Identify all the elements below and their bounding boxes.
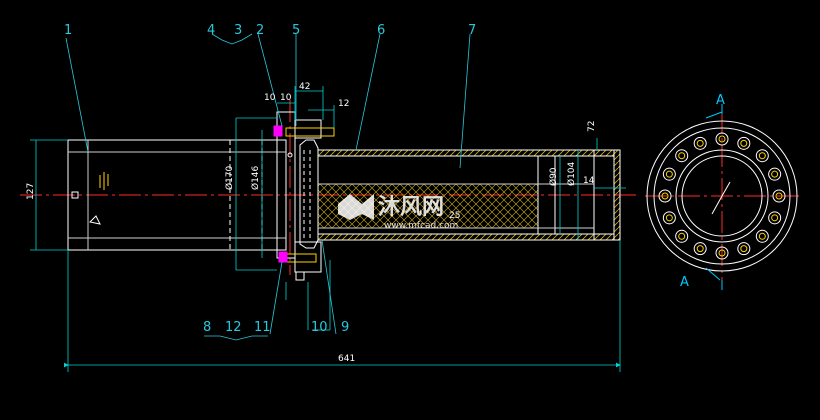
watermark: 沐风网 www.mfcad.com [338, 194, 458, 231]
label-part-7: 7 [468, 23, 476, 38]
bolt-hole [658, 189, 672, 203]
label-part-8: 8 [203, 320, 211, 335]
bolt-hole-inner [678, 232, 686, 240]
bolt-hole-inner [775, 192, 783, 200]
dimension-lines [30, 86, 626, 372]
bolt-hole [755, 149, 769, 163]
end-view [646, 120, 798, 272]
dim-641: 641 [338, 354, 355, 364]
bolt-hole-inner [696, 139, 704, 147]
bolt-hole-inner [678, 152, 686, 160]
dim-12: 12 [338, 99, 349, 109]
dim-127: 127 [26, 183, 36, 200]
bolt-hole [715, 246, 729, 260]
bolt-hole [693, 242, 707, 256]
bolt-hole-inner [718, 135, 726, 143]
bolt-hole-inner [718, 249, 726, 257]
label-part-9: 9 [341, 320, 349, 335]
bolt-hole [715, 132, 729, 146]
bolt-hole [662, 167, 676, 181]
section-arrows [705, 104, 723, 290]
watermark-url: www.mfcad.com [384, 221, 458, 231]
label-part-11: 11 [254, 320, 271, 335]
label-part-5: 5 [292, 23, 300, 38]
section-label-bottom: A [680, 275, 689, 290]
label-part-10-top: 10 [264, 93, 276, 103]
dim-dia-90: Ø90 [548, 167, 559, 186]
bolt-hole [675, 149, 689, 163]
bolt-hole [675, 229, 689, 243]
watermark-brand: 沐风网 [378, 195, 444, 220]
watermark-logo-icon [338, 194, 374, 220]
label-part-3: 3 [234, 23, 242, 38]
bolt-hole [737, 136, 751, 150]
bolt-hole-inner [771, 214, 779, 222]
dim-72: 72 [587, 121, 597, 132]
dim-42: 42 [299, 82, 310, 92]
bolt-hole-inner [661, 192, 669, 200]
bolt-hole [768, 167, 782, 181]
bolt-hole-inner [696, 245, 704, 253]
dim-dia-170: Ø170 [224, 165, 235, 190]
dim-dia-104: Ø104 [566, 161, 577, 186]
bolt-hole-inner [665, 214, 673, 222]
label-part-12: 12 [225, 320, 242, 335]
bolt-hole [662, 211, 676, 225]
dim-25: 25 [449, 211, 460, 221]
bolt-hole-inner [665, 170, 673, 178]
bolt-hole-inner [758, 232, 766, 240]
dim-10: 10 [280, 93, 292, 103]
label-part-1: 1 [64, 23, 72, 38]
section-label-top: A [716, 93, 725, 108]
bolt-hole-inner [758, 152, 766, 160]
label-part-2: 2 [256, 23, 264, 38]
bolt-hole [693, 136, 707, 150]
bolt-hole-inner [771, 170, 779, 178]
bolt-hole [737, 242, 751, 256]
bolt-hole-inner [740, 139, 748, 147]
label-part-6: 6 [377, 23, 385, 38]
bolt-hole [768, 211, 782, 225]
bolt-hole [755, 229, 769, 243]
label-part-4: 4 [207, 23, 215, 38]
dim-14: 14 [583, 176, 595, 186]
dimension-text: 42 10 12 127 Ø170 Ø146 Ø90 Ø104 14 72 25… [26, 82, 597, 364]
part-labels: 1 4 3 2 5 6 7 8 12 11 10 9 10 [64, 23, 476, 335]
label-part-10-bottom: 10 [311, 320, 328, 335]
bolt-hole-inner [740, 245, 748, 253]
section-letters: A A [680, 93, 725, 290]
bolt-hole [772, 189, 786, 203]
dim-dia-146: Ø146 [250, 165, 261, 190]
leader-lines [65, 33, 471, 341]
bolt-hole-circle [658, 132, 786, 260]
